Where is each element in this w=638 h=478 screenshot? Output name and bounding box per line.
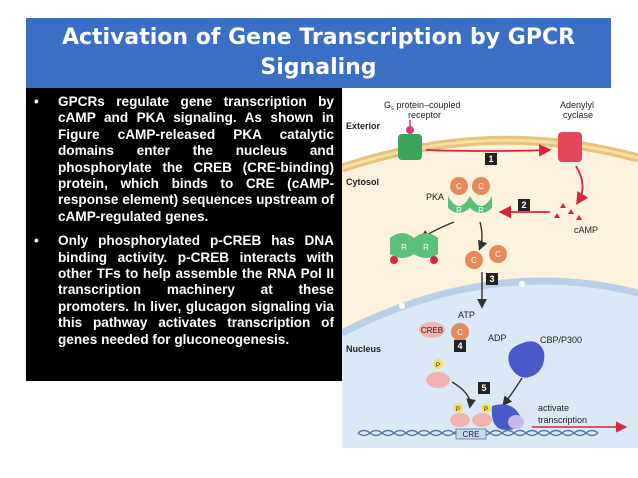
- slide-title-line2: Signaling: [260, 55, 377, 80]
- pka-r-subunit-label: R: [423, 243, 429, 252]
- step-number: 3: [489, 274, 494, 284]
- gpcr-receptor: [398, 120, 422, 160]
- activate-label-line1: activate: [538, 403, 569, 413]
- step-number: 4: [457, 341, 462, 351]
- phospho-group: [433, 359, 443, 369]
- bullet-text: Only phosphorylated p-CREB has DNA bindi…: [58, 233, 334, 347]
- cre-label: CRE: [463, 430, 480, 439]
- step-number: 2: [521, 200, 526, 210]
- phospho-label: P: [436, 363, 440, 369]
- step-badge-1: [485, 153, 497, 165]
- title-bar: Activation of Gene Transcription by GPCR…: [26, 18, 611, 88]
- adenylyl-cyclase: [558, 132, 582, 162]
- cbp-p300-protein: [508, 341, 545, 378]
- pka-catalytic-subunits: C C: [465, 245, 507, 269]
- p-creb-protein: [426, 372, 450, 388]
- pka-label: PKA: [426, 192, 444, 202]
- phospho-label: P: [456, 407, 460, 413]
- step-badge-3: [486, 273, 498, 285]
- nuclear-pore: [399, 303, 405, 309]
- bullet-item-2: • Only phosphorylated p-CREB has DNA bin…: [34, 233, 334, 348]
- pka-c-subunit-label: C: [456, 182, 462, 191]
- atp-label: ATP: [458, 310, 475, 320]
- nucleus-region: [342, 280, 638, 448]
- pka-c-subunit-label: C: [495, 250, 501, 259]
- ligand: [406, 126, 414, 134]
- transcription-complex: P P: [450, 403, 524, 430]
- exterior-label: Exterior: [346, 121, 381, 131]
- activate-label-line2: transcription: [538, 415, 587, 425]
- slide-title-line1: Activation of Gene Transcription by GPCR: [61, 25, 576, 50]
- step-badge-5: [478, 382, 490, 394]
- membrane-highlight: [342, 138, 638, 170]
- gpcr-signaling-diagram: Exterior Cytosol Nucleus Gs protein–coup…: [342, 100, 638, 448]
- cre-element: [455, 428, 487, 440]
- phospho-label: P: [484, 407, 488, 413]
- pka-regulatory-dimer: R R: [390, 233, 438, 264]
- pka-r-subunit-label: R: [456, 206, 462, 215]
- bullet-marker: •: [34, 233, 39, 249]
- step-number: 1: [488, 154, 493, 164]
- arrow-to-camp: [575, 165, 589, 206]
- pka-c-subunit-label: C: [471, 256, 477, 265]
- pka-r-subunit-label: R: [478, 206, 484, 215]
- bullet-marker: •: [34, 94, 39, 109]
- nuclear-pore: [519, 281, 525, 287]
- adenylyl-label-line2: cyclase: [563, 110, 593, 120]
- arrow-step1: [425, 144, 552, 157]
- pka-holoenzyme: C C R R: [448, 177, 492, 215]
- cbp-label: CBP/P300: [540, 335, 582, 345]
- arrow-cbp-recruit: [502, 377, 523, 407]
- step-number: 5: [481, 383, 486, 393]
- cytosol-label: Cytosol: [346, 177, 379, 187]
- pka-catalytic-in-nucleus: [451, 323, 469, 341]
- step-badge-2: [518, 199, 530, 211]
- creb-label: CREB: [421, 326, 443, 335]
- adenylyl-label-line1: Adenylyl: [560, 100, 594, 110]
- pka-c-subunit-label: C: [478, 182, 484, 191]
- camp-molecules: [554, 203, 582, 220]
- gpcr-label-line2: receptor: [408, 110, 441, 120]
- bullet-item-1: • GPCRs regulate gene transcription by c…: [34, 94, 334, 225]
- step-badge-4: [454, 340, 466, 352]
- nucleus-label: Nucleus: [346, 344, 381, 354]
- pka-r-subunit-label: R: [401, 243, 407, 252]
- gpcr-label: Gs protein–coupled: [384, 100, 461, 112]
- creb-protein: [419, 322, 445, 338]
- arrow-catalytic: [478, 221, 488, 251]
- camp-label: cAMP: [574, 225, 598, 235]
- pka-c-subunit-label: C: [457, 328, 463, 337]
- adp-label: ADP: [488, 333, 507, 343]
- bullet-text: GPCRs regulate gene transcription by cAM…: [58, 94, 334, 224]
- arrow-step5: [451, 381, 476, 409]
- text-panel: • GPCRs regulate gene transcription by c…: [26, 88, 342, 381]
